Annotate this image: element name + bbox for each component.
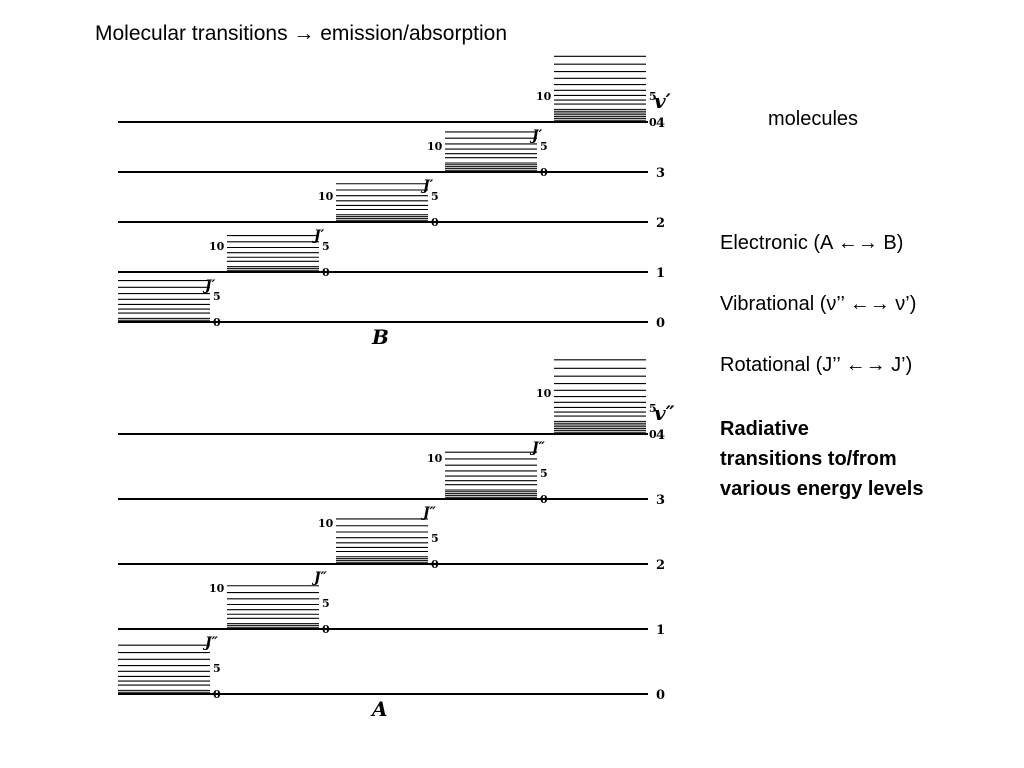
lower-vib-level-number: 0 [656,688,665,703]
upper-state-label: B [371,325,389,349]
upper-rot-mark-5: 5 [540,140,548,153]
lower-rot-mark-5: 5 [213,662,221,675]
upper-rot-mark-10: 10 [209,240,225,253]
lower-rot-mark-10: 10 [427,452,443,465]
lower-rot-mark-5: 5 [431,532,439,545]
upper-j-label: J′ [420,178,434,194]
upper-rot-mark-10: 10 [318,190,334,203]
lower-vib-level-number: 1 [656,623,665,638]
lower-vib-level-number: 3 [656,493,665,508]
upper-rot-mark-5: 5 [431,190,439,203]
lower-rot-mark-5: 5 [540,467,548,480]
lower-j-label: J″ [202,635,219,651]
lower-state-label: A [370,697,388,721]
upper-j-label: J′ [529,128,543,144]
upper-j-label: J′ [311,228,325,244]
slide-title: Molecular transitions → emission/absorpt… [95,22,508,45]
electronic-transition-label: Electronic (A ←→ B) [720,232,904,254]
upper-vib-level-number: 2 [656,216,665,231]
upper-vib-level-number: 3 [656,166,665,181]
upper-state-panel: 05051005100510051001234J′J′J′J′v′B [118,55,672,349]
upper-vib-level-number: 1 [656,266,665,281]
upper-rot-mark-10: 10 [536,90,552,103]
upper-rot-mark-5: 5 [213,290,221,303]
lower-rot-mark-0: 0 [649,428,657,441]
lower-state-panel: 05051005100510051001234J″J″J″J″v″A [118,359,675,721]
radiative-line-3: various energy levels [720,478,924,500]
upper-rot-mark-0: 0 [649,116,657,129]
upper-vib-level-number: 0 [656,316,665,331]
radiative-transitions-text: Radiative transitions to/from various en… [720,414,923,504]
lower-rot-mark-10: 10 [209,582,225,595]
upper-vib-level-number: 4 [656,116,665,131]
lower-rot-mark-5: 5 [322,597,330,610]
lower-vib-axis-label: v″ [654,401,675,425]
upper-j-label: J′ [202,278,216,294]
radiative-line-1: Radiative [720,418,809,440]
lower-j-label: J″ [420,505,437,521]
lower-vib-level-number: 2 [656,558,665,573]
lower-vib-level-number: 4 [656,428,665,443]
upper-rot-mark-5: 5 [322,240,330,253]
lower-rot-mark-10: 10 [536,387,552,400]
lower-j-label: J″ [311,570,328,586]
lower-rot-mark-5: 5 [649,402,657,415]
upper-rot-mark-10: 10 [427,140,443,153]
rotational-transition-label: Rotational (J’’ ←→ J’) [720,354,913,376]
molecules-label: molecules [768,108,859,130]
upper-rot-mark-5: 5 [649,90,657,103]
lower-rot-mark-10: 10 [318,517,334,530]
vibrational-transition-label: Vibrational (ν’’ ←→ ν’) [720,293,917,315]
lower-j-label: J″ [529,440,546,456]
energy-level-diagram: 05051005100510051001234J′J′J′J′v′B 05051… [118,55,675,721]
radiative-line-2: transitions to/from [720,448,897,470]
upper-vib-axis-label: v′ [654,89,672,113]
